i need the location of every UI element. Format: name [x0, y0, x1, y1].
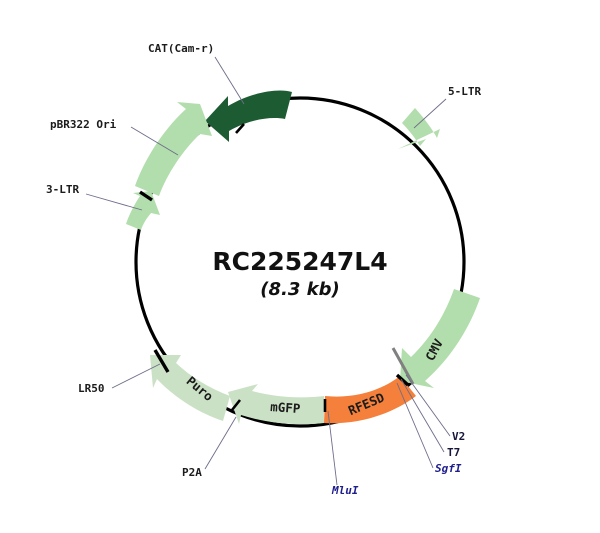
label-mlui: MluI — [331, 484, 359, 497]
label-cat-cam-r: CAT(Cam-r) — [148, 42, 214, 55]
leader-t7 — [400, 378, 445, 453]
feature-label-mgfp: mGFP — [270, 399, 301, 416]
plasmid-backbone-circle — [134, 96, 466, 428]
leader-v2 — [405, 374, 451, 437]
feature-3-ltr[interactable] — [126, 191, 160, 230]
leader-lr50 — [111, 363, 161, 389]
plasmid-size-label: (8.3 kb) — [260, 279, 339, 300]
feature-arrow-pbr322-ori — [135, 102, 212, 196]
leader-3-ltr — [85, 193, 143, 211]
label-t7: T7 — [447, 446, 460, 459]
feature-mgfp[interactable]: mGFP — [228, 384, 324, 425]
plasmid-title: RC225247L4 — [212, 247, 387, 276]
feature-pbr322-ori[interactable] — [135, 102, 212, 196]
leader-p2a — [204, 416, 237, 470]
label-lr50: LR50 — [78, 382, 105, 395]
tick-cat-boundary — [235, 123, 245, 134]
label-pbr322-ori: pBR322 Ori — [50, 118, 117, 131]
feature-cmv[interactable]: CMV — [400, 289, 480, 388]
leader-sgfi — [396, 382, 434, 469]
feature-block-rfesd — [324, 376, 416, 424]
tick-v2-t7 — [395, 373, 410, 387]
label-v2: V2 — [452, 430, 465, 443]
tick-lr50 — [153, 349, 170, 373]
label-p2a: P2A — [182, 466, 202, 479]
feature-5-ltr[interactable] — [398, 108, 440, 149]
tick-3ltr-boundary — [139, 190, 153, 202]
leader-pbr322-ori — [130, 126, 179, 156]
leader-mlui — [327, 410, 338, 486]
feature-rfesd[interactable]: RFESD — [324, 376, 416, 424]
leader-5-ltr — [413, 98, 447, 129]
tick-sgfi — [391, 347, 415, 385]
feature-arrow-cmv — [400, 289, 480, 388]
label-sgfi: SgfI — [435, 462, 462, 475]
feature-cat-cam-r[interactable] — [205, 90, 292, 142]
leader-cat-cam-r — [214, 56, 245, 105]
feature-arrow-3-ltr — [126, 191, 160, 230]
label-5-ltr: 5-LTR — [448, 85, 481, 98]
label-3-ltr: 3-LTR — [46, 183, 79, 196]
feature-arrow-puro — [150, 355, 230, 421]
feature-arrow-mgfp — [228, 384, 324, 425]
tick-p2a — [230, 399, 242, 411]
feature-arrow-5-ltr — [398, 108, 440, 149]
feature-arrow-cat-cam-r — [205, 90, 292, 142]
